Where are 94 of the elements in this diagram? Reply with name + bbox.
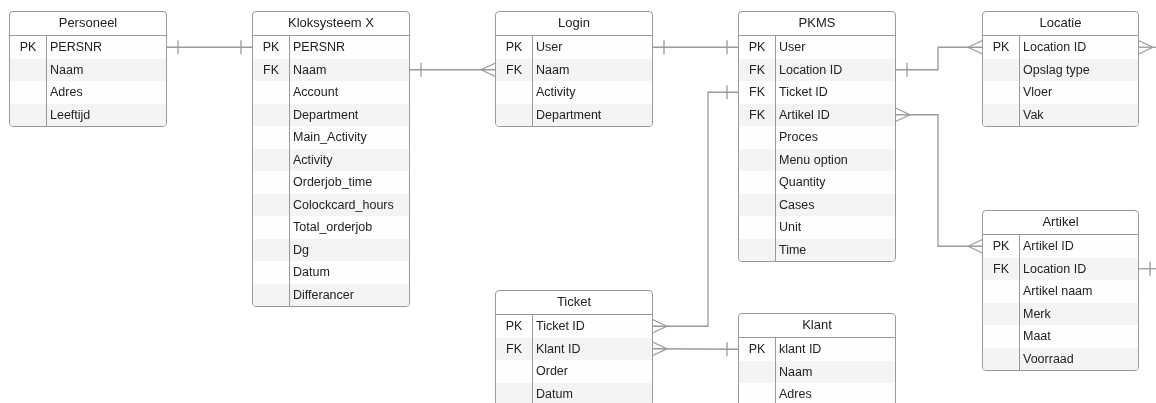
table-row	[739, 238, 895, 261]
table-title: Klant	[802, 316, 832, 334]
relationship-line	[894, 107, 984, 254]
table-row	[10, 103, 166, 126]
entity-table	[252, 11, 410, 307]
table-title: Ticket	[556, 293, 592, 311]
table-row	[983, 257, 1138, 280]
field-name: User	[775, 36, 895, 59]
field-name: Main_Activity	[289, 126, 409, 149]
key-label: PK	[991, 238, 1011, 255]
key-label: FK	[992, 260, 1010, 278]
key-label: FK	[748, 61, 766, 79]
field-name: Activity	[532, 81, 652, 104]
table-row	[496, 382, 652, 403]
field-name: Differancer	[289, 283, 409, 306]
field-name: Adres	[775, 383, 895, 403]
entity-table	[9, 11, 167, 127]
relationship-line	[651, 84, 740, 334]
table-title: Personeel	[58, 14, 118, 32]
relationship-line	[1137, 261, 1156, 277]
table-row	[739, 148, 895, 171]
entity-table	[495, 290, 653, 403]
table-row	[253, 238, 409, 261]
table-row	[496, 103, 652, 126]
field-name: Location ID	[1019, 36, 1138, 59]
field-name: Ticket ID	[775, 81, 895, 104]
key-label: PK	[747, 341, 767, 358]
entity-table	[982, 210, 1139, 371]
field-name: PERSNR	[46, 36, 166, 59]
key-label: PK	[261, 39, 281, 56]
table-title: PKMS	[798, 14, 836, 32]
field-name: klant ID	[775, 338, 895, 361]
field-name: Time	[775, 238, 895, 261]
field-name: Maat	[1019, 325, 1138, 348]
field-name: Department	[532, 103, 652, 126]
table-row	[253, 103, 409, 126]
table-row	[253, 148, 409, 171]
relationship-line	[165, 39, 254, 55]
key-label: FK	[748, 84, 766, 101]
field-name: Unit	[775, 216, 895, 239]
key-label: PK	[747, 39, 767, 56]
field-name: Leeftijd	[46, 103, 166, 126]
table-row	[496, 58, 652, 81]
key-label: PK	[18, 39, 38, 56]
table-title: Artikel	[1042, 213, 1079, 231]
table-row	[253, 283, 409, 306]
key-label: FK	[505, 340, 523, 358]
table-row	[739, 58, 895, 81]
field-name: Datum	[532, 382, 652, 403]
field-name: Orderjob_time	[289, 171, 409, 194]
field-name: Adres	[46, 81, 166, 104]
table-row	[983, 103, 1138, 126]
field-name: Artikel naam	[1019, 280, 1138, 303]
field-name: Account	[289, 81, 409, 104]
table-title: Login	[558, 14, 590, 32]
field-name: Total_orderjob	[289, 216, 409, 239]
field-name: PERSNR	[289, 36, 409, 59]
field-name: Voorraad	[1019, 347, 1138, 370]
table-row	[983, 302, 1138, 325]
field-name: Artikel ID	[1019, 235, 1138, 258]
field-name: Vak	[1019, 103, 1138, 126]
field-name: Ticket ID	[532, 315, 652, 338]
key-label: FK	[505, 61, 523, 79]
key-label: FK	[748, 106, 766, 124]
field-name: User	[532, 36, 652, 59]
key-label: PK	[991, 39, 1011, 56]
relationship-line	[408, 62, 497, 78]
field-name: Vloer	[1019, 81, 1138, 104]
field-name: Proces	[775, 126, 895, 149]
relationship-line	[651, 39, 740, 55]
table-title: Locatie	[1039, 14, 1082, 32]
table-row	[739, 103, 895, 126]
entity-table	[738, 11, 896, 262]
field-name: Quantity	[775, 171, 895, 194]
entity-table	[495, 11, 653, 127]
key-label: PK	[504, 39, 524, 56]
table-row	[983, 347, 1138, 370]
table-row	[983, 58, 1138, 81]
key-label: PK	[504, 318, 524, 335]
entity-table	[738, 313, 896, 403]
relationship-line	[651, 341, 740, 357]
key-label: FK	[262, 61, 280, 79]
table-row	[10, 58, 166, 81]
table-title: Kloksysteem X	[288, 14, 374, 32]
table-row	[253, 193, 409, 216]
entity-table	[982, 11, 1139, 127]
table-row	[739, 193, 895, 216]
table-row	[253, 58, 409, 81]
relationship-line	[894, 39, 984, 78]
table-row	[496, 337, 652, 360]
field-name: Order	[532, 360, 652, 383]
table-row	[739, 360, 895, 383]
relationship-line	[1137, 39, 1156, 55]
field-name: Datum	[289, 261, 409, 284]
